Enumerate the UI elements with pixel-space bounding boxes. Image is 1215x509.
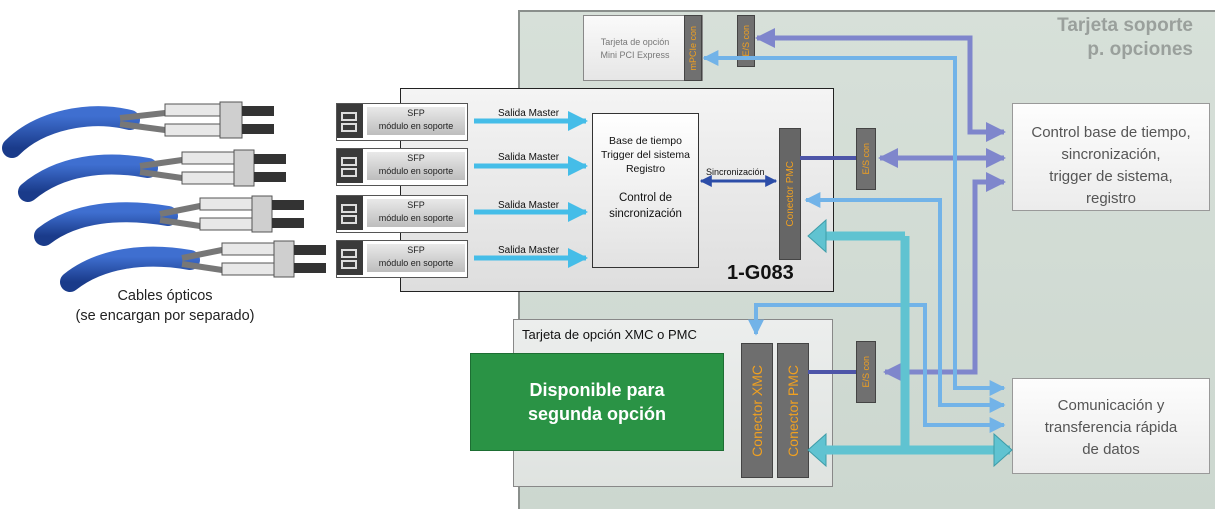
sfp-module: SFP módulo en soporte xyxy=(336,148,468,186)
sfp-line1: SFP xyxy=(407,200,425,210)
data-arrows xyxy=(702,50,1006,433)
mini-pci-line1: Tarjeta de opción xyxy=(600,37,670,47)
sfp-module: SFP módulo en soporte xyxy=(336,103,468,141)
sfp-line2: módulo en soporte xyxy=(378,258,454,268)
sfp-line1: SFP xyxy=(407,245,425,255)
control-line1: Control base de tiempo, xyxy=(1031,124,1191,141)
sfp-line2: módulo en soporte xyxy=(378,213,454,223)
sfp-line2: módulo en soporte xyxy=(378,166,454,176)
mpcie-connector: mPCIe con xyxy=(684,15,702,81)
salida-master-arrows xyxy=(474,111,588,268)
control-arrows xyxy=(755,28,1006,382)
mini-pci-line2: Mini PCI Express xyxy=(600,50,670,60)
data-transfer-line1: Comunicación y xyxy=(1057,397,1165,414)
salida-master-label: Salida Master xyxy=(498,245,560,256)
available-line2: segunda opción xyxy=(527,404,666,424)
sfp-port-icon xyxy=(337,149,363,183)
available-line1: Disponible para xyxy=(529,380,665,400)
carrier-title-line2: p. opciones xyxy=(1087,39,1193,60)
data-transfer-line2: transferencia rápida xyxy=(1044,419,1178,436)
xmc-card-title: Tarjeta de opción XMC o PMC xyxy=(522,327,697,342)
logic-line4: Control de xyxy=(618,192,673,204)
sfp-module: SFP módulo en soporte xyxy=(336,240,468,278)
cables-label: Cables ópticos (se encargan por separado… xyxy=(30,286,300,326)
sfp-module: SFP módulo en soporte xyxy=(336,195,468,233)
logic-line1: Base de tiempo xyxy=(609,135,682,147)
logic-line2: Trigger del sistema xyxy=(601,149,690,161)
sfp-line1: SFP xyxy=(407,153,425,163)
fat-data-arrows xyxy=(807,218,1013,468)
connector-links xyxy=(800,156,856,374)
logic-line3: Registro xyxy=(625,163,666,175)
salida-master-label: Salida Master xyxy=(498,108,560,119)
carrier-title-line1: Tarjeta soporte xyxy=(1057,15,1193,36)
cables-line1: Cables ópticos xyxy=(117,288,213,304)
mini-pci-card: Tarjeta de opción Mini PCI Express xyxy=(583,15,703,81)
optical-cable-icon xyxy=(18,149,286,202)
control-line3: trigger de sistema, xyxy=(1049,168,1173,185)
logic-line5: sincronización xyxy=(609,208,682,220)
data-transfer-line3: de datos xyxy=(1082,441,1140,458)
sfp-line1: SFP xyxy=(407,108,425,118)
control-line2: sincronización, xyxy=(1061,146,1161,163)
optical-cable-icon xyxy=(60,240,326,292)
sfp-port-icon xyxy=(337,241,363,275)
salida-master-label: Salida Master xyxy=(498,152,560,163)
control-line4: registro xyxy=(1085,190,1137,207)
carrier-title: Tarjeta soporte p. opciones xyxy=(973,14,1193,62)
available-slot-box: Disponible para segunda opción xyxy=(470,353,724,451)
sfp-line2: módulo en soporte xyxy=(378,121,454,131)
salida-master-label: Salida Master xyxy=(498,200,560,211)
control-box: Control base de tiempo, sincronización, … xyxy=(1012,103,1210,211)
optical-cable-icon xyxy=(2,101,274,158)
sfp-port-icon xyxy=(337,196,363,230)
logic-block: Base de tiempo Trigger del sistema Regis… xyxy=(592,113,699,268)
cables-line2: (se encargan por separado) xyxy=(75,308,255,324)
data-transfer-box: Comunicación y transferencia rápida de d… xyxy=(1012,378,1210,474)
sfp-port-icon xyxy=(337,104,363,138)
optical-cable-icon xyxy=(34,195,304,246)
